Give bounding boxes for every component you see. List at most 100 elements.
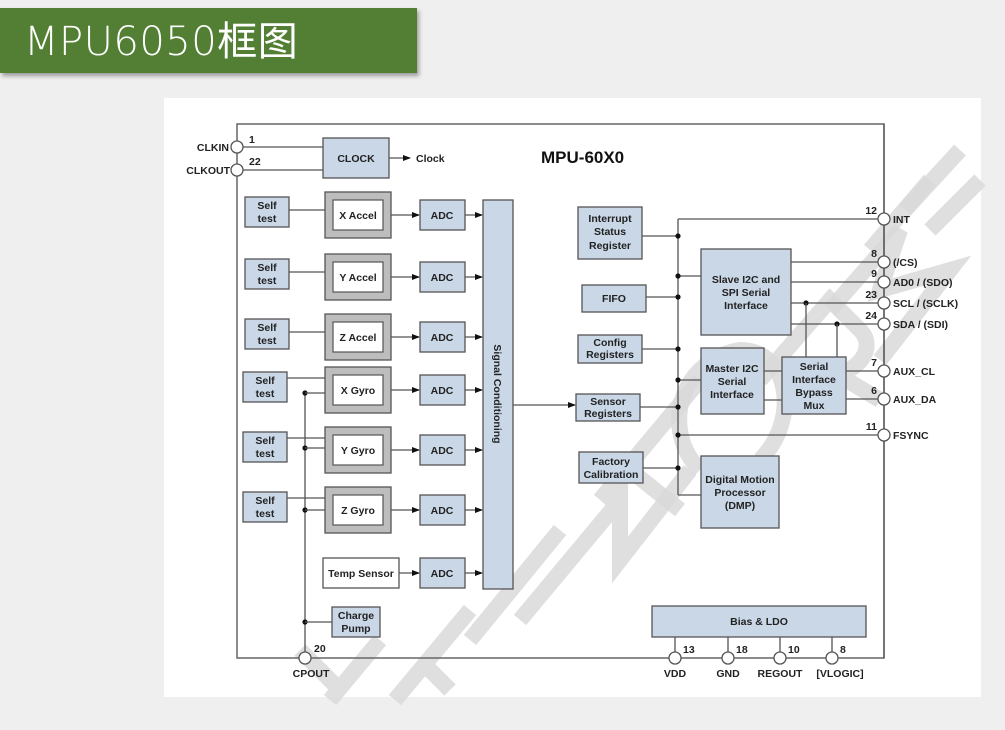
signal-conditioning-block xyxy=(482,199,514,590)
pin-circle xyxy=(877,364,891,378)
pin-clkout-number: 22 xyxy=(249,156,261,168)
charge-pump-line2: Pump xyxy=(341,623,370,635)
pin-number: 9 xyxy=(871,268,877,280)
right-pin: 8 (/CS) xyxy=(871,248,917,269)
clock-output-label: Clock xyxy=(416,153,445,165)
clock-section: CLKIN CLKOUT 1 22 CLOCK Clock xyxy=(186,134,445,179)
mux-line1: Serial xyxy=(800,361,829,373)
sensor-block xyxy=(332,374,384,406)
self-test-line2: test xyxy=(258,213,277,225)
slave-interface: Slave I2C and SPI Serial Interface xyxy=(700,248,879,357)
pin-number: 8 xyxy=(871,248,877,260)
dmp-block xyxy=(700,455,780,529)
self-test-block xyxy=(242,491,288,523)
interrupt-line1: Interrupt xyxy=(588,213,632,225)
signal-conditioning: Signal Conditioning xyxy=(482,199,576,590)
sensor-block xyxy=(332,321,384,353)
adc-block xyxy=(419,261,466,293)
self-test-block xyxy=(244,318,290,350)
self-test-line1: Self xyxy=(257,200,277,212)
mux-line4: Mux xyxy=(804,400,825,412)
self-test-block xyxy=(244,196,290,228)
pin-name: GND xyxy=(716,668,740,680)
adc-label: ADC xyxy=(431,272,454,284)
interrupt-line3: Register xyxy=(589,240,631,252)
charge-pump-section: Charge Pump 20 CPOUT xyxy=(293,390,381,680)
slave-interface-block xyxy=(700,248,792,336)
self-test-line2: test xyxy=(258,335,277,347)
adc-label: ADC xyxy=(431,210,454,222)
self-test-line1: Self xyxy=(255,375,275,387)
self-test-block xyxy=(242,371,288,403)
interrupt-status-register xyxy=(577,206,643,260)
master-line2: Serial xyxy=(718,376,747,388)
bias-ldo-block xyxy=(651,605,867,638)
temp-sensor-row: Temp Sensor ADC xyxy=(322,557,483,589)
slave-line1: Slave I2C and xyxy=(712,274,780,286)
sensor-registers-line2: Registers xyxy=(584,408,632,420)
bypass-mux-block xyxy=(781,356,847,415)
title-banner: MPU6050框图 xyxy=(0,8,417,73)
pin-circle xyxy=(773,651,787,665)
pin-number: 10 xyxy=(788,644,800,656)
pin-name: AUX_DA xyxy=(893,394,937,406)
pin-circle xyxy=(877,212,891,226)
bottom-pin: 8[VLOGIC] xyxy=(816,637,864,680)
pin-name: REGOUT xyxy=(758,668,804,680)
adc-label: ADC xyxy=(431,445,454,457)
temp-adc-block xyxy=(419,557,466,589)
adc-block xyxy=(419,321,466,353)
dmp: Digital Motion Processor (DMP) xyxy=(700,455,780,529)
self-test-line2: test xyxy=(258,275,277,287)
slave-line2: SPI Serial xyxy=(722,287,771,299)
dmp-line2: Processor xyxy=(714,487,765,499)
slave-line3: Interface xyxy=(724,300,768,312)
pin-circle xyxy=(877,428,891,442)
bias-ldo: Bias & LDO xyxy=(651,605,867,638)
self-test-line2: test xyxy=(256,388,275,400)
pin-number: 13 xyxy=(683,644,695,656)
pin-name: (/CS) xyxy=(893,257,918,269)
pin-cpout xyxy=(298,651,312,665)
pin-circle xyxy=(877,317,891,331)
mux-line3: Bypass xyxy=(795,387,833,399)
pin-circle xyxy=(877,275,891,289)
pin-circle xyxy=(877,255,891,269)
pin-cpout-number: 20 xyxy=(314,643,326,655)
dmp-line3: (DMP) xyxy=(725,500,755,512)
pin-clkin-number: 1 xyxy=(249,134,255,146)
pin-cpout-label: CPOUT xyxy=(293,668,330,680)
self-test-line1: Self xyxy=(257,322,277,334)
pin-name: SCL / (SCLK) xyxy=(893,298,958,310)
bypass-mux: Serial Interface Bypass Mux xyxy=(781,356,879,415)
sensor-label: X Accel xyxy=(339,210,377,222)
sensor-label: Z Gyro xyxy=(341,505,375,517)
charge-pump-block xyxy=(331,606,381,638)
pin-clkout-label: CLKOUT xyxy=(186,165,230,177)
pin-name: FSYNC xyxy=(893,430,929,442)
sensor-block xyxy=(332,199,384,231)
pin-number: 7 xyxy=(871,357,877,369)
sensor-block xyxy=(332,261,384,293)
clock-label: CLOCK xyxy=(337,153,375,165)
self-test-line1: Self xyxy=(255,435,275,447)
sensor-registers-line1: Sensor xyxy=(590,396,626,408)
pin-clkin xyxy=(230,140,244,154)
adc-block xyxy=(419,199,466,231)
pin-number: 12 xyxy=(865,205,877,217)
adc-block xyxy=(419,374,466,406)
clock-block xyxy=(322,137,390,179)
self-test-line2: test xyxy=(256,508,275,520)
self-test-line2: test xyxy=(256,448,275,460)
